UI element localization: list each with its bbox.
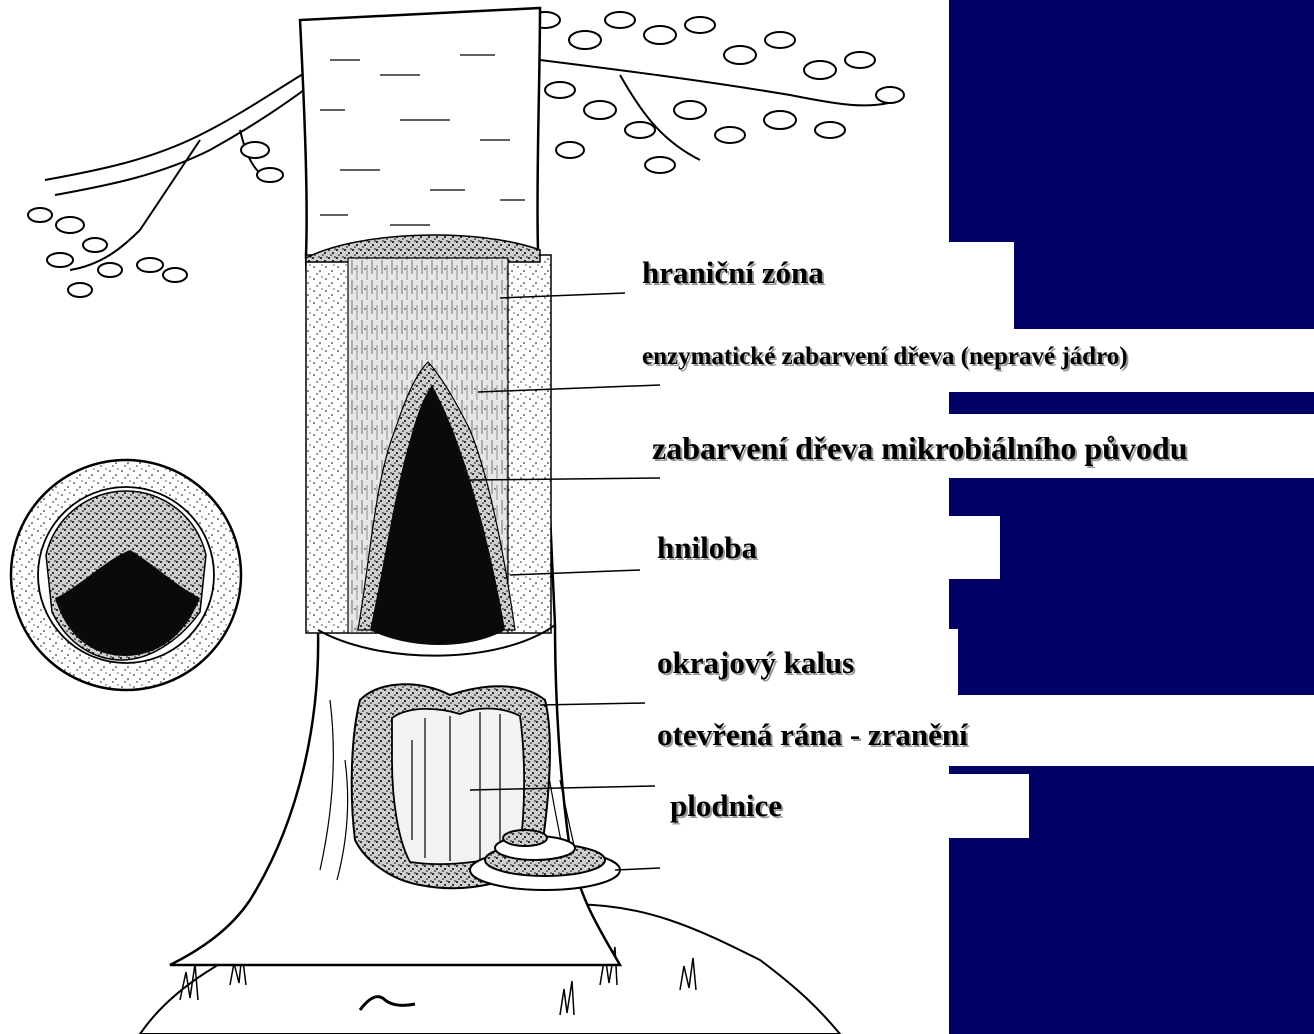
label-rot: hniloba <box>657 530 757 566</box>
cross-section-diagram <box>11 460 241 690</box>
label-open-wound: otevřená rána - zranění <box>657 717 968 753</box>
label-boundary-zone: hraniční zóna <box>642 255 824 291</box>
label-microbial-discoloration: zabarvení dřeva mikrobiálního původu <box>652 430 1188 467</box>
left-branch <box>28 55 340 297</box>
right-foliage <box>494 12 904 173</box>
label-fruiting-body: plodnice <box>670 788 782 824</box>
label-enzymatic-discoloration: enzymatické zabarvení dřeva (nepravé jád… <box>642 343 1128 371</box>
label-edge-callus: okrajový kalus <box>657 645 854 681</box>
